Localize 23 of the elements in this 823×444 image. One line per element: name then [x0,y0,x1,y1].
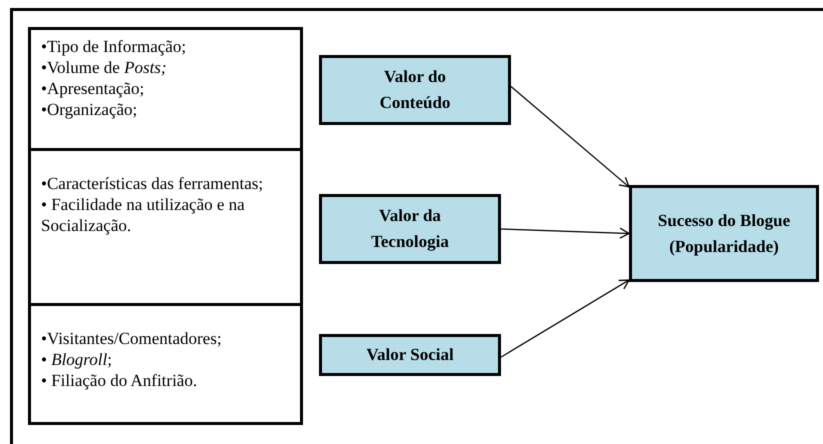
bullet-item: • Facilidade na utilização e na Socialização. [41,194,246,236]
arrow [500,279,630,358]
value-box [319,334,501,376]
list-panel [28,27,303,151]
box-label: Valor da Tecnologia [370,205,450,253]
bullet-item: • Blogroll; [41,349,113,370]
list-panel [28,148,303,306]
list-panel [28,303,303,425]
arrow [510,86,630,188]
bullet-item: •Visitantes/Comentadores; [41,328,223,349]
box-label: Valor do Conteúdo [378,66,452,114]
bullet-item: •Características das ferramentas; [41,173,264,194]
box-label: Valor Social [366,344,454,366]
value-box [319,55,511,125]
box-label: Sucesso do Blogue (Popularidade) [656,210,792,258]
value-box [629,185,819,282]
bullet-item: •Volume de Posts; [41,57,168,78]
arrow [500,228,630,239]
bullet-item: •Organização; [41,99,138,120]
value-box [319,194,501,264]
bullet-item: • Filiação do Anfitrião. [41,370,198,391]
bullet-item: •Apresentação; [41,78,146,99]
bullet-item: •Tipo de Informação; [41,36,188,57]
